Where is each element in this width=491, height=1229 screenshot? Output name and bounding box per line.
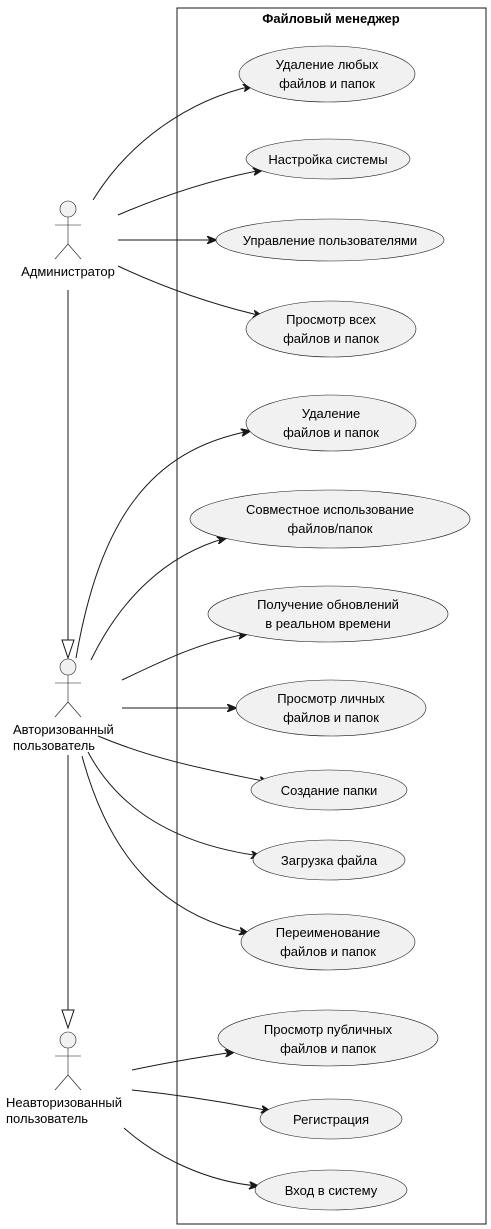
actor-label: Неавторизованный <box>6 1095 122 1110</box>
edge-authorized-create-folder <box>97 735 268 782</box>
actor-label: пользователь <box>13 738 95 753</box>
edge-admin-configure <box>117 170 262 216</box>
use-case-label: файлов и папок <box>283 425 379 440</box>
use-case-view-all: Просмотр всех файлов и папок <box>245 300 417 358</box>
use-case-login: Вход в систему <box>254 1169 408 1211</box>
edge-authorized-upload <box>87 751 260 856</box>
actor-administrator: Администратор <box>21 200 115 279</box>
use-case-label: файлов и папок <box>280 944 376 959</box>
use-case-label: Удаление любых <box>276 57 379 72</box>
edge-authorized-realtime <box>121 634 247 681</box>
edge-authorized-share <box>90 538 226 661</box>
system-title: Файловый менеджер <box>262 11 399 26</box>
generalization-admin-to-authorized <box>61 290 75 660</box>
use-case-share: Совместное использование файлов/папок <box>189 489 471 549</box>
actor-figure-icon <box>54 1031 82 1091</box>
actor-unauthorized-user: Неавторизованный пользователь <box>6 1031 122 1126</box>
actor-label: Авторизованный <box>13 722 114 737</box>
edge-admin-delete-any <box>92 86 252 201</box>
use-case-label: Переименование <box>276 925 381 940</box>
use-case-configure: Настройка системы <box>245 138 411 180</box>
use-case-manage-users: Управление пользователями <box>215 218 445 262</box>
use-case-label: Просмотр личных <box>277 691 385 706</box>
use-case-label: Получение обновлений <box>257 597 399 612</box>
edge-admin-view-all <box>117 265 262 316</box>
use-case-view-personal: Просмотр личных файлов и папок <box>235 679 427 737</box>
use-case-label: Просмотр всех <box>286 312 376 327</box>
actor-authorized-user: Авторизованный пользователь <box>13 658 114 753</box>
edge-authorized-delete <box>75 431 250 659</box>
generalization-authorized-to-unauthorized <box>61 755 75 1030</box>
use-case-label: файлов и папок <box>280 1041 376 1056</box>
use-case-label: Регистрация <box>293 1112 369 1127</box>
use-case-label: Создание папки <box>281 783 378 798</box>
use-case-label: Просмотр публичных <box>264 1022 393 1037</box>
actor-figure-icon <box>54 200 82 260</box>
use-case-label: файлов и папок <box>279 76 375 91</box>
use-case-create-folder: Создание папки <box>250 769 408 811</box>
use-case-rename: Переименование файлов и папок <box>240 913 416 971</box>
use-case-register: Регистрация <box>259 1098 403 1140</box>
use-case-delete-any: Удаление любых файлов и папок <box>238 45 416 103</box>
actor-label: Администратор <box>21 264 115 279</box>
edge-unauthorized-view-public <box>131 1052 234 1071</box>
use-case-label: Управление пользователями <box>243 233 417 248</box>
use-case-delete: Удаление файлов и папок <box>245 394 417 452</box>
use-case-label: файлов и папок <box>283 331 379 346</box>
edge-unauthorized-register <box>131 1089 270 1111</box>
use-case-label: файлов/папок <box>288 521 373 536</box>
use-case-label: Загрузка файла <box>281 853 378 868</box>
use-case-view-public: Просмотр публичных файлов и папок <box>217 1009 439 1067</box>
use-case-label: Совместное использование <box>246 502 414 517</box>
use-case-label: Вход в систему <box>285 1183 378 1198</box>
edge-authorized-rename <box>81 755 248 933</box>
actor-figure-icon <box>54 658 82 718</box>
use-case-realtime: Получение обновлений в реальном времени <box>207 585 449 643</box>
use-case-label: Удаление <box>302 406 361 421</box>
use-case-label: Настройка системы <box>268 152 387 167</box>
use-case-label: в реальном времени <box>265 616 391 631</box>
use-case-label: файлов и папок <box>283 710 379 725</box>
edge-unauthorized-login <box>123 1127 258 1186</box>
actor-label: пользователь <box>6 1111 88 1126</box>
use-case-upload: Загрузка файла <box>252 839 406 881</box>
